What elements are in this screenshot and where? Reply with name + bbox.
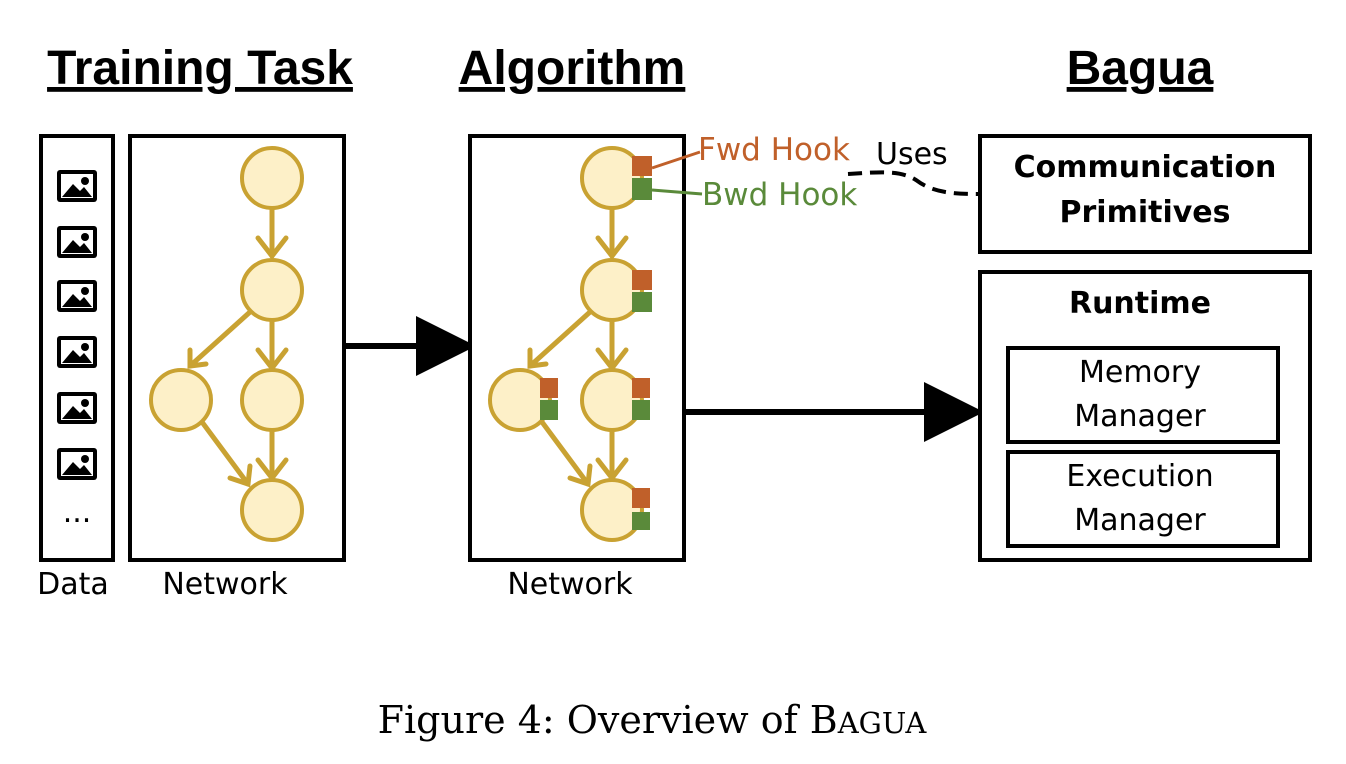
bwd-hook-connector xyxy=(651,188,703,196)
network-label-training: Network xyxy=(162,567,288,602)
bwd-hook-marker xyxy=(632,512,650,530)
memory-manager-box xyxy=(1006,346,1280,444)
image-icon xyxy=(57,226,97,258)
bwd-hook-label: Bwd Hook xyxy=(702,177,857,213)
image-icon xyxy=(57,170,97,202)
title-training-task: Training Task xyxy=(47,42,353,95)
network-graph-training xyxy=(149,146,304,542)
title-bagua: Bagua xyxy=(1067,42,1214,95)
fwd-hook-label: Fwd Hook xyxy=(698,132,850,168)
communication-label-line1: Communication xyxy=(1014,150,1277,185)
network-node xyxy=(240,146,304,210)
image-icon xyxy=(57,336,97,368)
image-icon xyxy=(57,448,97,480)
runtime-label: Runtime xyxy=(1069,286,1211,321)
execution-manager-box xyxy=(1006,450,1280,548)
communication-primitives-box xyxy=(978,134,1312,254)
bwd-hook-marker xyxy=(632,400,650,420)
uses-label: Uses xyxy=(876,137,948,172)
execution-manager-line2: Manager xyxy=(1074,503,1206,538)
figure-caption: Figure 4: Overview of BAGUA xyxy=(378,698,928,742)
uses-connector xyxy=(847,170,979,196)
network-graph-algorithm xyxy=(488,146,652,542)
fwd-hook-marker xyxy=(632,156,652,176)
bwd-hook-marker xyxy=(632,292,652,312)
network-node xyxy=(240,478,304,542)
bwd-hook-marker xyxy=(632,178,652,200)
caption-name-first: B xyxy=(810,698,838,742)
network-node xyxy=(240,368,304,432)
fwd-hook-marker xyxy=(540,378,558,398)
execution-manager-line1: Execution xyxy=(1066,459,1213,494)
fwd-hook-marker xyxy=(632,378,650,398)
fwd-hook-connector xyxy=(651,150,701,170)
network-node xyxy=(580,478,644,542)
communication-label-line2: Primitives xyxy=(1060,195,1231,230)
network-panel-training xyxy=(128,134,346,562)
network-node xyxy=(240,258,304,322)
fwd-hook-marker xyxy=(632,488,650,508)
data-label: Data xyxy=(37,567,109,602)
image-icon xyxy=(57,392,97,424)
fwd-hook-marker xyxy=(632,270,652,290)
data-ellipsis: ... xyxy=(63,495,92,530)
memory-manager-line1: Memory xyxy=(1079,355,1201,390)
memory-manager-line2: Manager xyxy=(1074,399,1206,434)
caption-name-rest: AGUA xyxy=(837,706,928,740)
title-algorithm: Algorithm xyxy=(459,42,686,95)
image-icon xyxy=(57,280,97,312)
network-node xyxy=(149,368,213,432)
bwd-hook-marker xyxy=(540,400,558,420)
caption-prefix: Figure 4: Overview of xyxy=(378,698,810,742)
network-label-algorithm: Network xyxy=(507,567,633,602)
